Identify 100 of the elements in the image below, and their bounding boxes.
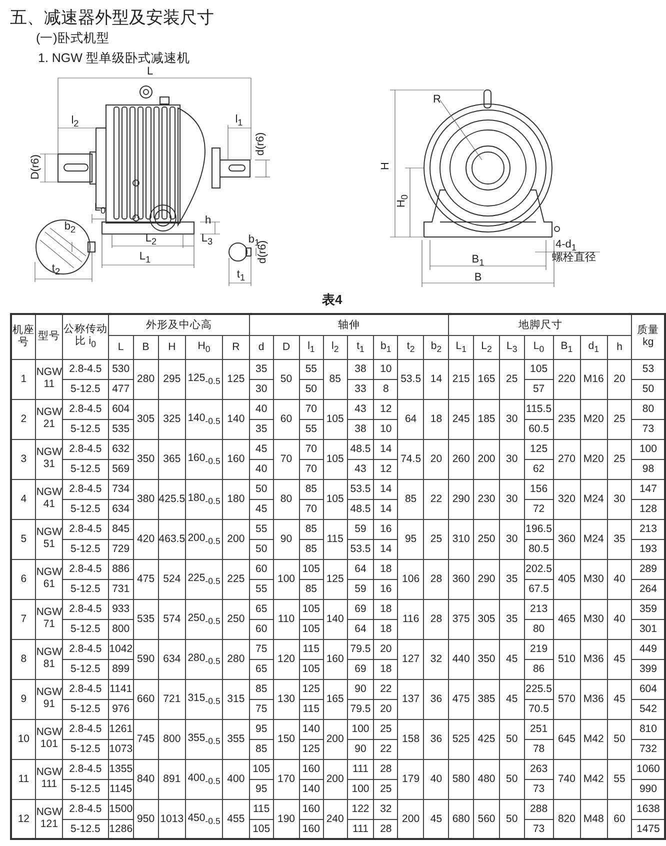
- header-cell: D: [273, 335, 300, 359]
- table-cell: 360: [553, 519, 580, 559]
- header-cell: H: [158, 335, 186, 359]
- dimension-label: L$_{3}$: [201, 233, 213, 247]
- table-cell: 105: [299, 559, 324, 579]
- table-cell: 130: [273, 679, 300, 719]
- header-cell: L$_{0}$: [524, 335, 554, 359]
- table-cell: 85: [398, 479, 424, 519]
- table-cell: 355$_{-0.5}$: [186, 719, 222, 759]
- table-cell: 3: [11, 439, 36, 479]
- table-cell: 28: [374, 759, 398, 779]
- table-cell: 74.5: [398, 439, 424, 479]
- table-cell: 721: [158, 679, 186, 719]
- dimension-label: 4-d$_{1}$: [556, 239, 576, 252]
- table-cell: 840: [133, 759, 158, 799]
- table-cell: 125: [222, 359, 250, 399]
- table-cell: 225$_{-0.5}$: [186, 559, 222, 599]
- table-cell: 634: [158, 639, 186, 679]
- table-cell: 160: [299, 759, 324, 779]
- table-cell: 30: [499, 479, 524, 519]
- table-cell: 65: [249, 599, 274, 619]
- header-cell: B$_{1}$: [553, 335, 580, 359]
- table-cell: 325: [158, 399, 186, 439]
- table-cell: 9: [11, 679, 36, 719]
- table-cell: 2.8-4.5: [62, 399, 108, 419]
- table-cell: 45: [607, 679, 632, 719]
- table-cell: 270: [553, 439, 580, 479]
- table-cell: 122: [347, 799, 374, 819]
- table-cell: 22: [374, 679, 398, 699]
- table-cell: 18: [424, 399, 449, 439]
- table-cell: 43: [347, 399, 374, 419]
- table-cell: 425: [474, 719, 500, 759]
- table-cell: 105: [323, 439, 348, 479]
- table-cell: 263: [524, 759, 554, 779]
- table-cell: 140: [323, 599, 348, 639]
- header-cell: l$_{2}$: [323, 335, 348, 359]
- table-cell: 5-12.5: [62, 739, 108, 759]
- table-cell: NGW 51: [36, 519, 63, 559]
- table-cell: 59: [347, 519, 374, 539]
- table-cell: 950: [133, 799, 158, 839]
- table-cell: 55: [299, 359, 324, 379]
- table-cell: 105: [323, 479, 348, 519]
- dimension-label: D(r6): [30, 154, 42, 180]
- table-cell: 288: [524, 799, 554, 819]
- header-cell: b$_{2}$: [424, 335, 449, 359]
- table-cell: 55: [607, 759, 632, 799]
- table-cell: 2.8-4.5: [62, 759, 108, 779]
- table-cell: 85: [323, 359, 348, 399]
- table-cell: M20: [580, 399, 608, 439]
- header-cell: 公称传动比 i$_{0}$: [62, 314, 108, 359]
- table-cell: 225.5: [524, 679, 554, 699]
- table-cell: 202.5: [524, 559, 554, 579]
- table-cell: 604: [108, 399, 134, 419]
- table-cell: 463.5: [158, 519, 186, 559]
- table-cell: 40: [607, 599, 632, 639]
- header-cell: b$_{1}$: [374, 335, 398, 359]
- table-cell: 18: [374, 559, 398, 579]
- table-cell: 2.8-4.5: [62, 439, 108, 459]
- table-cell: 11: [11, 759, 36, 799]
- table-cell: 510: [553, 639, 580, 679]
- table-cell: 105: [323, 399, 348, 439]
- table-cell: NGW 61: [36, 559, 63, 599]
- table-cell: 320: [553, 479, 580, 519]
- table-cell: 30: [607, 479, 632, 519]
- table-cell: 219: [524, 639, 554, 659]
- table-cell: 35: [499, 599, 524, 639]
- dimension-label: L$_{1}$: [139, 251, 151, 265]
- table-cell: 60: [273, 399, 300, 439]
- table-cell: 28: [424, 599, 449, 639]
- table-cell: 70: [299, 439, 324, 459]
- table-cell: 645: [553, 719, 580, 759]
- table-cell: 40: [424, 759, 449, 799]
- table-cell: 53.5: [398, 359, 424, 399]
- table-cell: 2.8-4.5: [62, 719, 108, 739]
- table-cell: 115: [249, 799, 274, 819]
- table-cell: 360: [448, 559, 474, 599]
- table-cell: 590: [133, 639, 158, 679]
- table-cell: 180$_{-0.5}$: [186, 479, 222, 519]
- table-cell: 100: [273, 559, 300, 599]
- header-cell: l$_{1}$: [299, 335, 324, 359]
- table-cell: 179: [398, 759, 424, 799]
- table-cell: 2.8-4.5: [62, 519, 108, 539]
- table-cell: 305: [133, 399, 158, 439]
- table-cell: 36: [424, 719, 449, 759]
- table-cell: 250$_{-0.5}$: [186, 599, 222, 639]
- table-cell: 100: [347, 719, 374, 739]
- table-cell: 200: [398, 799, 424, 839]
- table-cell: 30: [499, 399, 524, 439]
- table-cell: 200$_{-0.5}$: [186, 519, 222, 559]
- table-cell: 64: [398, 399, 424, 439]
- table-cell: 2.8-4.5: [62, 679, 108, 699]
- table-cell: 240: [323, 799, 348, 839]
- table-cell: 70: [273, 439, 300, 479]
- table-cell: 891: [158, 759, 186, 799]
- table-cell: 160$_{-0.5}$: [186, 439, 222, 479]
- table-cell: 200: [474, 439, 500, 479]
- table-cell: 45: [499, 679, 524, 719]
- table-cell: 25: [607, 439, 632, 479]
- table-cell: 5-12.5: [62, 659, 108, 679]
- table-cell: 235: [553, 399, 580, 439]
